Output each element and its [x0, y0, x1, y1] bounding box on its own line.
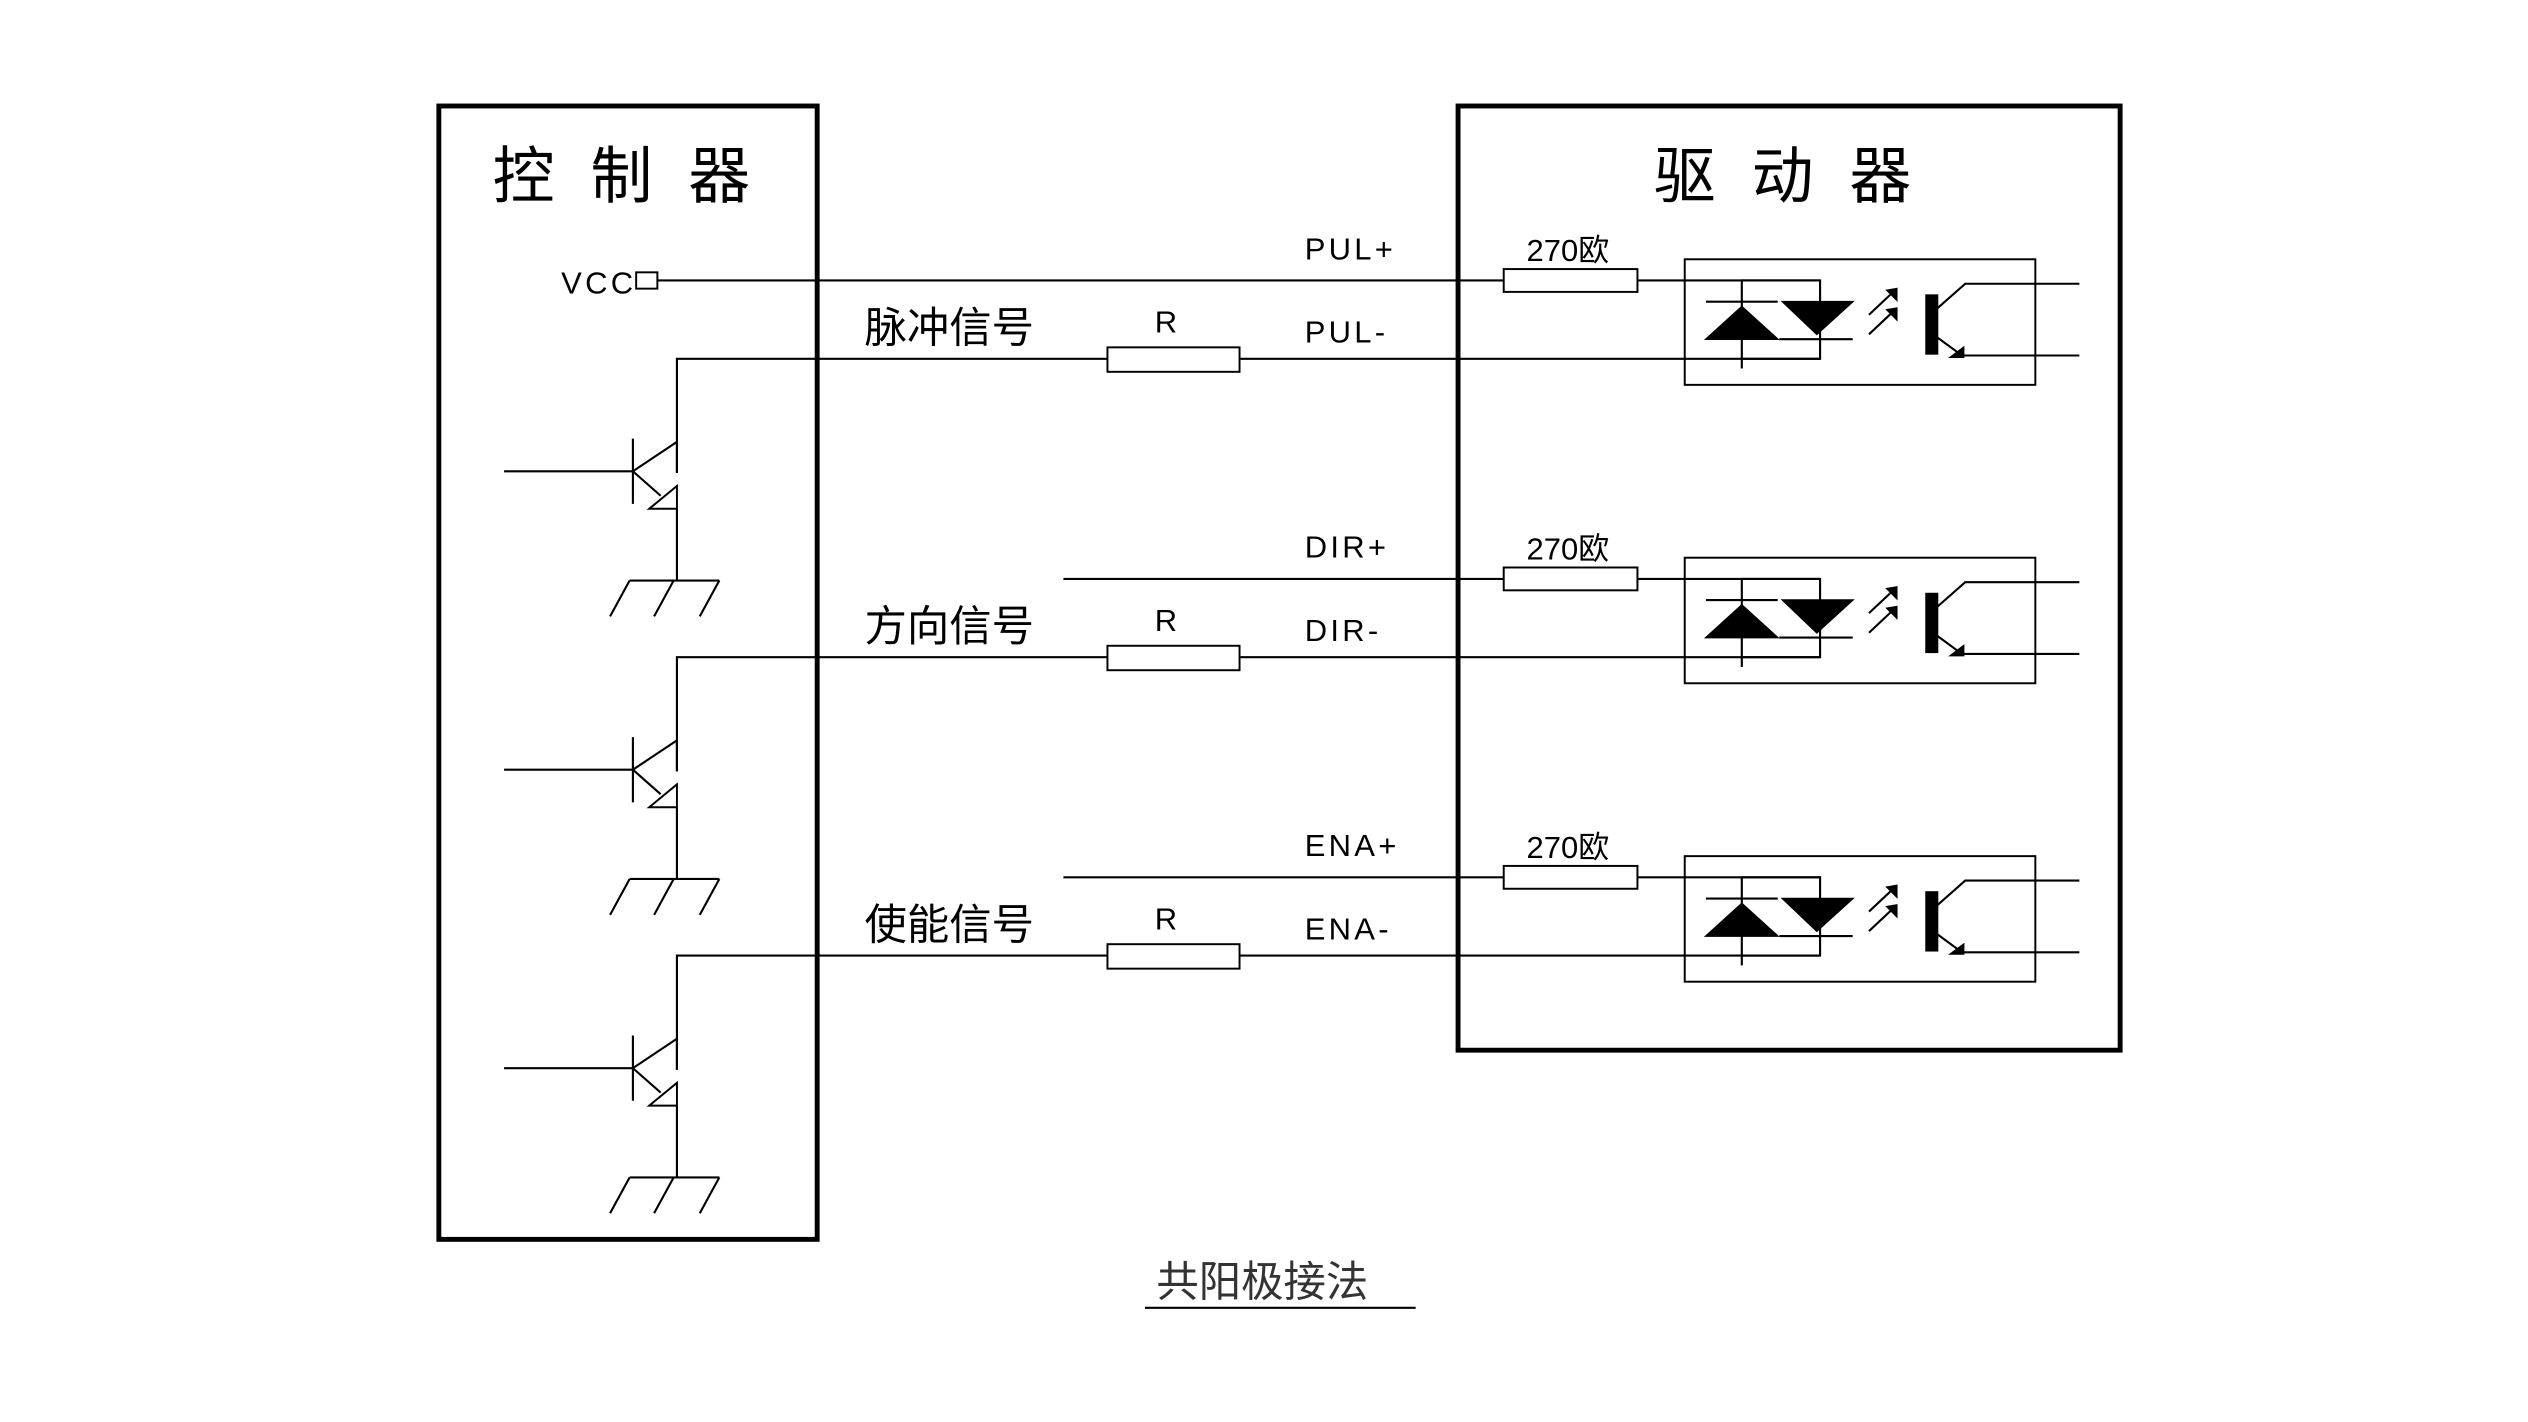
light-arrowhead: [1885, 904, 1898, 919]
emitter-lead: [632, 1067, 662, 1094]
caption: 共阳极接法: [1156, 1257, 1368, 1306]
ground-hatch: [609, 878, 631, 916]
signal-name: 使能信号: [864, 900, 1034, 949]
optocoupler-icon: [1683, 556, 2080, 685]
optocoupler-icon: [1683, 258, 2080, 386]
ground-hatch: [698, 1176, 721, 1214]
optocoupler-box: [1683, 556, 2037, 685]
led2-triangle: [1780, 897, 1855, 933]
series-resistor-label: R: [1155, 305, 1177, 340]
series-resistor-label: R: [1155, 603, 1177, 638]
minus-pin-label: PUL-: [1305, 314, 1389, 349]
optocoupler-icon: [1683, 855, 2080, 983]
led2-triangle: [1780, 599, 1855, 634]
internal-resistor-icon: [1502, 268, 1639, 293]
internal-resistor-label: 270欧: [1527, 531, 1610, 566]
signal-name: 脉冲信号: [864, 303, 1034, 352]
series-resistor-icon: [1106, 943, 1241, 970]
controller-block: 控制器 VCC: [436, 103, 820, 1242]
internal-resistor-icon: [1502, 864, 1639, 890]
light-arrowhead: [1885, 884, 1898, 899]
vcc-terminal-icon: [635, 271, 659, 290]
internal-resistor-icon: [1502, 566, 1639, 592]
emitter-arrow-icon: [646, 782, 678, 809]
minus-wire-left: [675, 954, 1108, 1070]
collector-out: [1936, 581, 2080, 608]
collector-lead: [632, 739, 678, 771]
series-resistor-icon: [1106, 346, 1241, 373]
collector-out: [1936, 879, 2080, 906]
driver-block: 驱动器: [1455, 103, 2123, 1053]
emitter-arrowhead: [1948, 345, 1965, 358]
vcc-label: VCC: [561, 266, 636, 301]
channel-pul: 270欧 PUL+ PUL- 脉冲信号 R: [504, 231, 2080, 617]
optocoupler-box: [1683, 855, 2037, 983]
collector-lead: [632, 1037, 678, 1070]
emitter-arrowhead: [1948, 942, 1965, 955]
led1-triangle: [1703, 603, 1780, 639]
plus-pin-label: PUL+: [1305, 231, 1396, 266]
npn-transistor-icon: [504, 438, 678, 581]
emitter-lead: [632, 470, 662, 497]
ground-icon: [609, 877, 721, 916]
minus-wire-left: [675, 357, 1108, 473]
led2-triangle: [1780, 300, 1855, 336]
minus-pin-label: DIR-: [1305, 613, 1382, 648]
npn-transistor-icon: [504, 737, 678, 879]
phototransistor-base: [1925, 891, 1939, 952]
emitter-lead: [632, 768, 662, 795]
ground-hatch: [653, 580, 675, 617]
series-resistor-label: R: [1155, 902, 1177, 937]
internal-resistor-label: 270欧: [1527, 830, 1610, 865]
phototransistor-base: [1925, 592, 1939, 654]
light-arrowhead: [1885, 586, 1898, 601]
collector-lead: [632, 441, 678, 473]
light-arrowhead: [1885, 287, 1898, 303]
light-arrowhead: [1885, 307, 1898, 322]
ground-hatch: [653, 1176, 675, 1214]
signal-name: 方向信号: [864, 602, 1034, 651]
emitter-arrow-icon: [646, 1080, 678, 1107]
controller-title: 控制器: [493, 139, 787, 212]
driver-title: 驱动器: [1654, 139, 1948, 212]
emitter-arrow-icon: [646, 483, 678, 510]
led1-triangle: [1703, 305, 1780, 341]
ground-hatch: [609, 1176, 631, 1214]
series-resistor-icon: [1106, 644, 1241, 672]
ground-icon: [609, 1176, 721, 1214]
plus-pin-label: ENA+: [1305, 828, 1400, 863]
controller-box: [436, 103, 820, 1242]
collector-out: [1936, 282, 2080, 310]
caption-group: 共阳极接法: [1144, 1257, 1416, 1309]
ground-icon: [609, 579, 721, 617]
channel-ena: 270欧 ENA+ ENA- 使能信号 R: [504, 828, 2080, 1214]
ground-hatch: [698, 878, 721, 916]
internal-resistor-label: 270欧: [1527, 233, 1610, 268]
npn-transistor-icon: [504, 1035, 678, 1178]
led1-triangle: [1703, 902, 1780, 937]
channel-dir: 270欧 DIR+ DIR- 方向信号 R: [504, 530, 2080, 916]
ground-hatch: [609, 580, 631, 617]
ground-hatch: [653, 878, 675, 916]
minus-wire-left: [675, 656, 1108, 772]
emitter-arrowhead: [1948, 644, 1965, 657]
light-arrowhead: [1885, 605, 1898, 621]
minus-pin-label: ENA-: [1305, 911, 1392, 946]
ground-hatch: [698, 580, 721, 617]
optocoupler-box: [1683, 258, 2037, 386]
phototransistor-base: [1925, 294, 1939, 355]
plus-pin-label: DIR+: [1305, 530, 1389, 565]
